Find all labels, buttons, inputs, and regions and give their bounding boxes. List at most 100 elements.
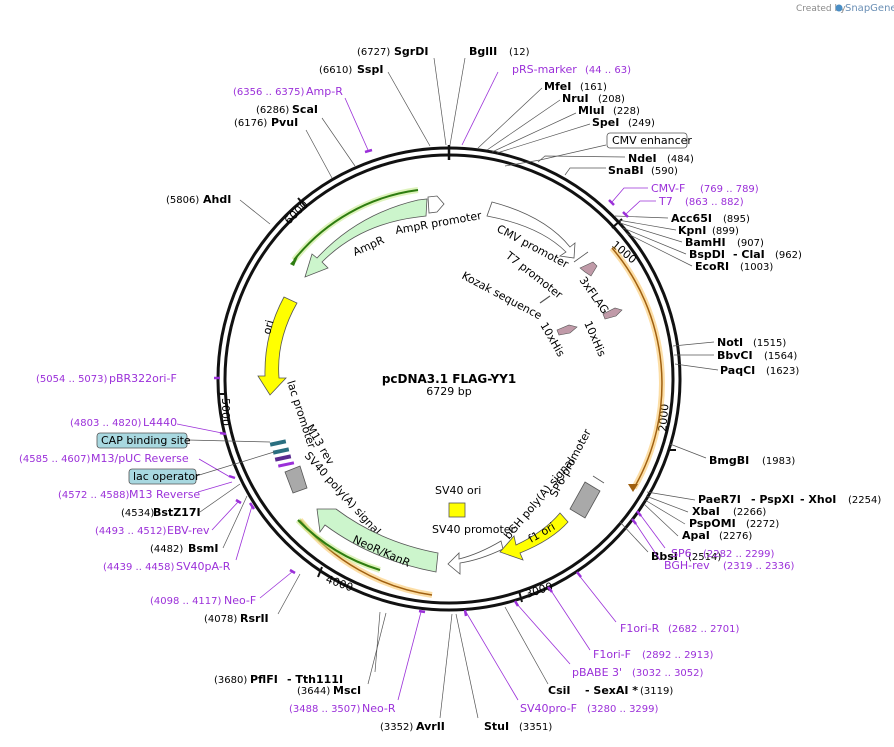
flag-feature[interactable] xyxy=(579,261,598,277)
site-name-acc65i[interactable]: Acc65I xyxy=(671,212,712,225)
site-name-stui[interactable]: StuI xyxy=(484,720,509,733)
site-name-paer7i[interactable]: PaeR7I xyxy=(698,493,741,506)
ori-feature[interactable] xyxy=(257,296,298,396)
site-name-mlui[interactable]: MluI xyxy=(578,104,605,117)
site-leader-bmgbi xyxy=(669,443,707,459)
site-name-pspomi[interactable]: PspOMI xyxy=(689,517,736,530)
site-name-spei[interactable]: SpeI xyxy=(592,116,619,129)
site-name-bmgbi[interactable]: BmgBI xyxy=(709,454,749,467)
primer-name-t7[interactable]: T7 xyxy=(658,195,673,208)
site-name-nrui[interactable]: NruI xyxy=(562,92,589,105)
site-name-sexai[interactable]: - SexAI * xyxy=(585,684,638,697)
site-num-paqci: (1623) xyxy=(766,366,799,377)
primer-name-f1ori-f[interactable]: F1ori-F xyxy=(593,648,631,661)
primer-name-cmv-f[interactable]: CMV-F xyxy=(651,182,685,195)
tick-label-6000: 6000 xyxy=(282,198,311,227)
neor-feature[interactable] xyxy=(316,508,439,573)
site-name-pvui[interactable]: PvuI xyxy=(271,116,298,129)
lac-promoter-feature[interactable] xyxy=(277,461,295,468)
site-name-ahdi[interactable]: AhdI xyxy=(203,193,231,206)
site-name-bspdi[interactable]: BspDI xyxy=(689,248,725,261)
site-name-csii[interactable]: CsiI xyxy=(548,684,570,697)
site-name-snabi[interactable]: SnaBI xyxy=(608,164,644,177)
site-num-apai: (2276) xyxy=(719,531,752,542)
site-name-paqci[interactable]: PaqCI xyxy=(720,364,755,377)
primer-name-pbr322ori-f[interactable]: pBR322ori-F xyxy=(109,372,177,385)
tick-4000 xyxy=(317,566,323,578)
primer-name-prs-marker[interactable]: pRS-marker xyxy=(512,63,577,76)
cap-site-feature[interactable] xyxy=(269,439,287,447)
site-name-msci[interactable]: MscI xyxy=(333,684,361,697)
site-name-noti[interactable]: NotI xyxy=(717,336,743,349)
site-name-ecori[interactable]: EcoRI xyxy=(695,260,729,273)
cmv-promoter-feature[interactable] xyxy=(486,201,576,259)
primer-name-pbabe3[interactable]: pBABE 3' xyxy=(572,666,622,679)
primer-name-f1ori-r[interactable]: F1ori-R xyxy=(620,622,660,635)
his-left-feature[interactable] xyxy=(556,324,578,336)
site-name-bsmi[interactable]: BsmI xyxy=(188,542,219,555)
lac-operator-feature[interactable] xyxy=(272,447,290,455)
lac-operator-box[interactable] xyxy=(128,468,197,485)
primer-name-neo-r[interactable]: Neo-R xyxy=(362,702,396,715)
primer-mark-t7 xyxy=(622,211,629,218)
site-name-clai[interactable]: - ClaI xyxy=(733,248,765,261)
cmv-enhancer-box[interactable] xyxy=(606,132,688,149)
cap-site-box[interactable] xyxy=(96,432,188,449)
site-name-bamhi[interactable]: BamHI xyxy=(685,236,726,249)
primer-leader-cmv-f xyxy=(611,187,648,203)
credit-brand: SnapGene xyxy=(845,3,894,14)
sv40-polya-feature[interactable] xyxy=(284,465,308,494)
site-name-sgrdi[interactable]: SgrDI xyxy=(394,45,428,58)
t7-promoter-feature[interactable] xyxy=(573,251,589,263)
site-leader-bbsi xyxy=(619,521,649,553)
bgh-polya-feature[interactable] xyxy=(569,481,601,519)
his-right-feature[interactable] xyxy=(602,307,623,320)
site-leader-pflfi xyxy=(374,611,381,673)
primer-num-f1ori-f: (2892 .. 2913) xyxy=(642,650,714,661)
site-name-xhoi[interactable]: - XhoI xyxy=(800,493,836,506)
site-name-bstz17i[interactable]: BstZ17I xyxy=(153,506,201,519)
tick-3000 xyxy=(518,590,523,603)
site-name-bbsi[interactable]: BbsI xyxy=(651,550,678,563)
kozak-feature[interactable] xyxy=(539,295,551,304)
primer-num-m13-reverse: (4572 .. 4588) xyxy=(58,490,130,501)
site-leader-pspomi xyxy=(644,499,686,525)
sv40-promoter-feature[interactable] xyxy=(447,540,504,575)
f1-ori-feature[interactable] xyxy=(499,512,569,561)
site-name-rsrii[interactable]: RsrII xyxy=(240,612,269,625)
primer-name-bgh-rev[interactable]: BGH-rev xyxy=(664,559,710,572)
primer-name-ebv-rev[interactable]: EBV-rev xyxy=(167,524,210,537)
site-name-bglii[interactable]: BglII xyxy=(469,45,497,58)
primer-num-bgh-rev: (2319 .. 2336) xyxy=(723,561,795,572)
site-name-apai[interactable]: ApaI xyxy=(682,529,710,542)
site-name-pspxi[interactable]: - PspXI xyxy=(751,493,794,506)
site-name-tth111i[interactable]: - Tth111I xyxy=(287,673,343,686)
ampr-feature[interactable] xyxy=(304,198,428,278)
site-name-scai[interactable]: ScaI xyxy=(292,103,318,116)
site-name-bbvci[interactable]: BbvCI xyxy=(717,349,753,362)
primer-name-l4440[interactable]: L4440 xyxy=(143,416,177,429)
site-name-kpni[interactable]: KpnI xyxy=(678,224,706,237)
primer-name-neo-f[interactable]: Neo-F xyxy=(224,594,256,607)
sv40-ori-feature[interactable] xyxy=(448,502,466,518)
cap-site-label: CAP binding site xyxy=(101,434,191,447)
sp6-promoter-feature[interactable] xyxy=(592,475,605,484)
primer-leader-sv40pro-f xyxy=(465,611,519,701)
credit-text: Created by xyxy=(796,4,846,14)
primer-leader-neo-r xyxy=(397,611,422,701)
site-name-sspi[interactable]: SspI xyxy=(357,63,383,76)
site-name-xbai[interactable]: XbaI xyxy=(692,505,720,518)
primer-name-sv40pa-r[interactable]: SV40pA-R xyxy=(176,560,231,573)
site-name-avrii[interactable]: AvrII xyxy=(416,720,445,733)
tick-6000 xyxy=(297,197,306,207)
primer-name-sp6[interactable]: SP6 xyxy=(671,547,692,560)
site-name-mfei[interactable]: MfeI xyxy=(544,80,571,93)
site-name-pflfi[interactable]: PflFI xyxy=(250,673,278,686)
site-name-ndei[interactable]: NdeI xyxy=(628,152,657,165)
m13-rev-feature[interactable] xyxy=(274,454,292,462)
primer-name-amp-r[interactable]: Amp-R xyxy=(306,85,343,98)
ampr-promoter-feature[interactable] xyxy=(427,195,445,214)
primer-name-sv40pro-f[interactable]: SV40pro-F xyxy=(520,702,577,715)
primer-name-m13-puc[interactable]: M13/pUC Reverse xyxy=(91,452,189,465)
primer-name-m13-reverse[interactable]: M13 Reverse xyxy=(129,488,200,501)
